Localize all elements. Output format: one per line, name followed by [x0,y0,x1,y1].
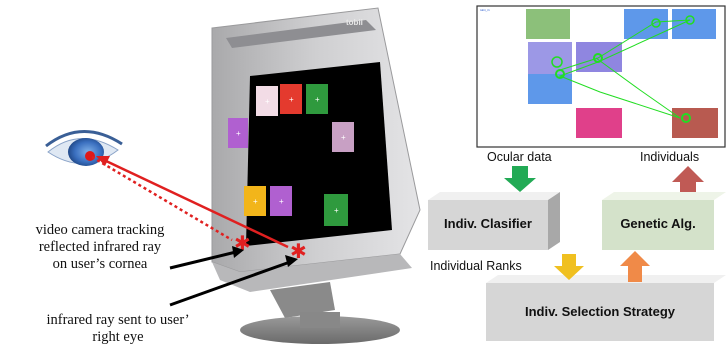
screen-stimuli: + + + + + + + + [228,84,354,226]
svg-text:✱: ✱ [290,239,307,263]
screen-square [306,84,328,114]
screen-square [332,122,354,152]
screen-square [324,194,348,226]
pointer-arrows [169,246,298,307]
arrow-ocular-down [504,166,536,192]
heatmap-square [624,9,668,39]
fixation-cross: + [289,95,294,104]
screen-square [228,118,248,148]
heatmap-square [672,9,716,39]
box-selection [486,275,726,341]
screen-square [244,186,266,216]
fixation-cross: + [279,197,284,206]
caption-infrared: infrared ray sent to user’ right eye [46,312,190,345]
infrared-rays [91,155,289,249]
box-genetic-label: Genetic Alg. [620,216,696,231]
box-classifier [428,192,560,250]
eye-tracker-monitor [211,7,421,344]
fixation-cross: + [315,95,320,104]
tobii-logo: tobii [346,18,363,27]
caption-camera: video camera tracking reflected infrared… [35,222,165,272]
arrow-selection-up [620,251,650,282]
heatmap-header-text: tobii_r1 [480,8,490,12]
fixation-cross: + [265,97,270,106]
heatmap-square [672,108,718,138]
screen-square [270,186,292,216]
heatmap-square [528,74,572,104]
arrow-individuals-up [672,166,704,192]
arrow-ranks-down [554,254,584,280]
heatmap-square [576,108,622,138]
label-ocular-data: Ocular data [487,150,552,164]
label-individuals: Individuals [640,150,700,164]
label-individual-ranks: Individual Ranks [430,259,522,273]
fixation-cross: + [236,129,241,138]
gaze-path [551,15,695,123]
screen-square [280,84,302,114]
box-classifier-label: Indiv. Clasifier [444,216,532,231]
fixation-cross: + [341,133,346,142]
user-eye [45,130,123,166]
heatmap-square [526,9,570,39]
monitor-stand-base [240,316,400,344]
box-selection-label: Indiv. Selection Strategy [524,304,676,319]
screen-square [256,86,278,116]
fixation-cross: + [334,206,339,215]
heatmap-square [528,42,572,74]
box-genetic [602,192,726,250]
fixation-cross: + [253,197,258,206]
